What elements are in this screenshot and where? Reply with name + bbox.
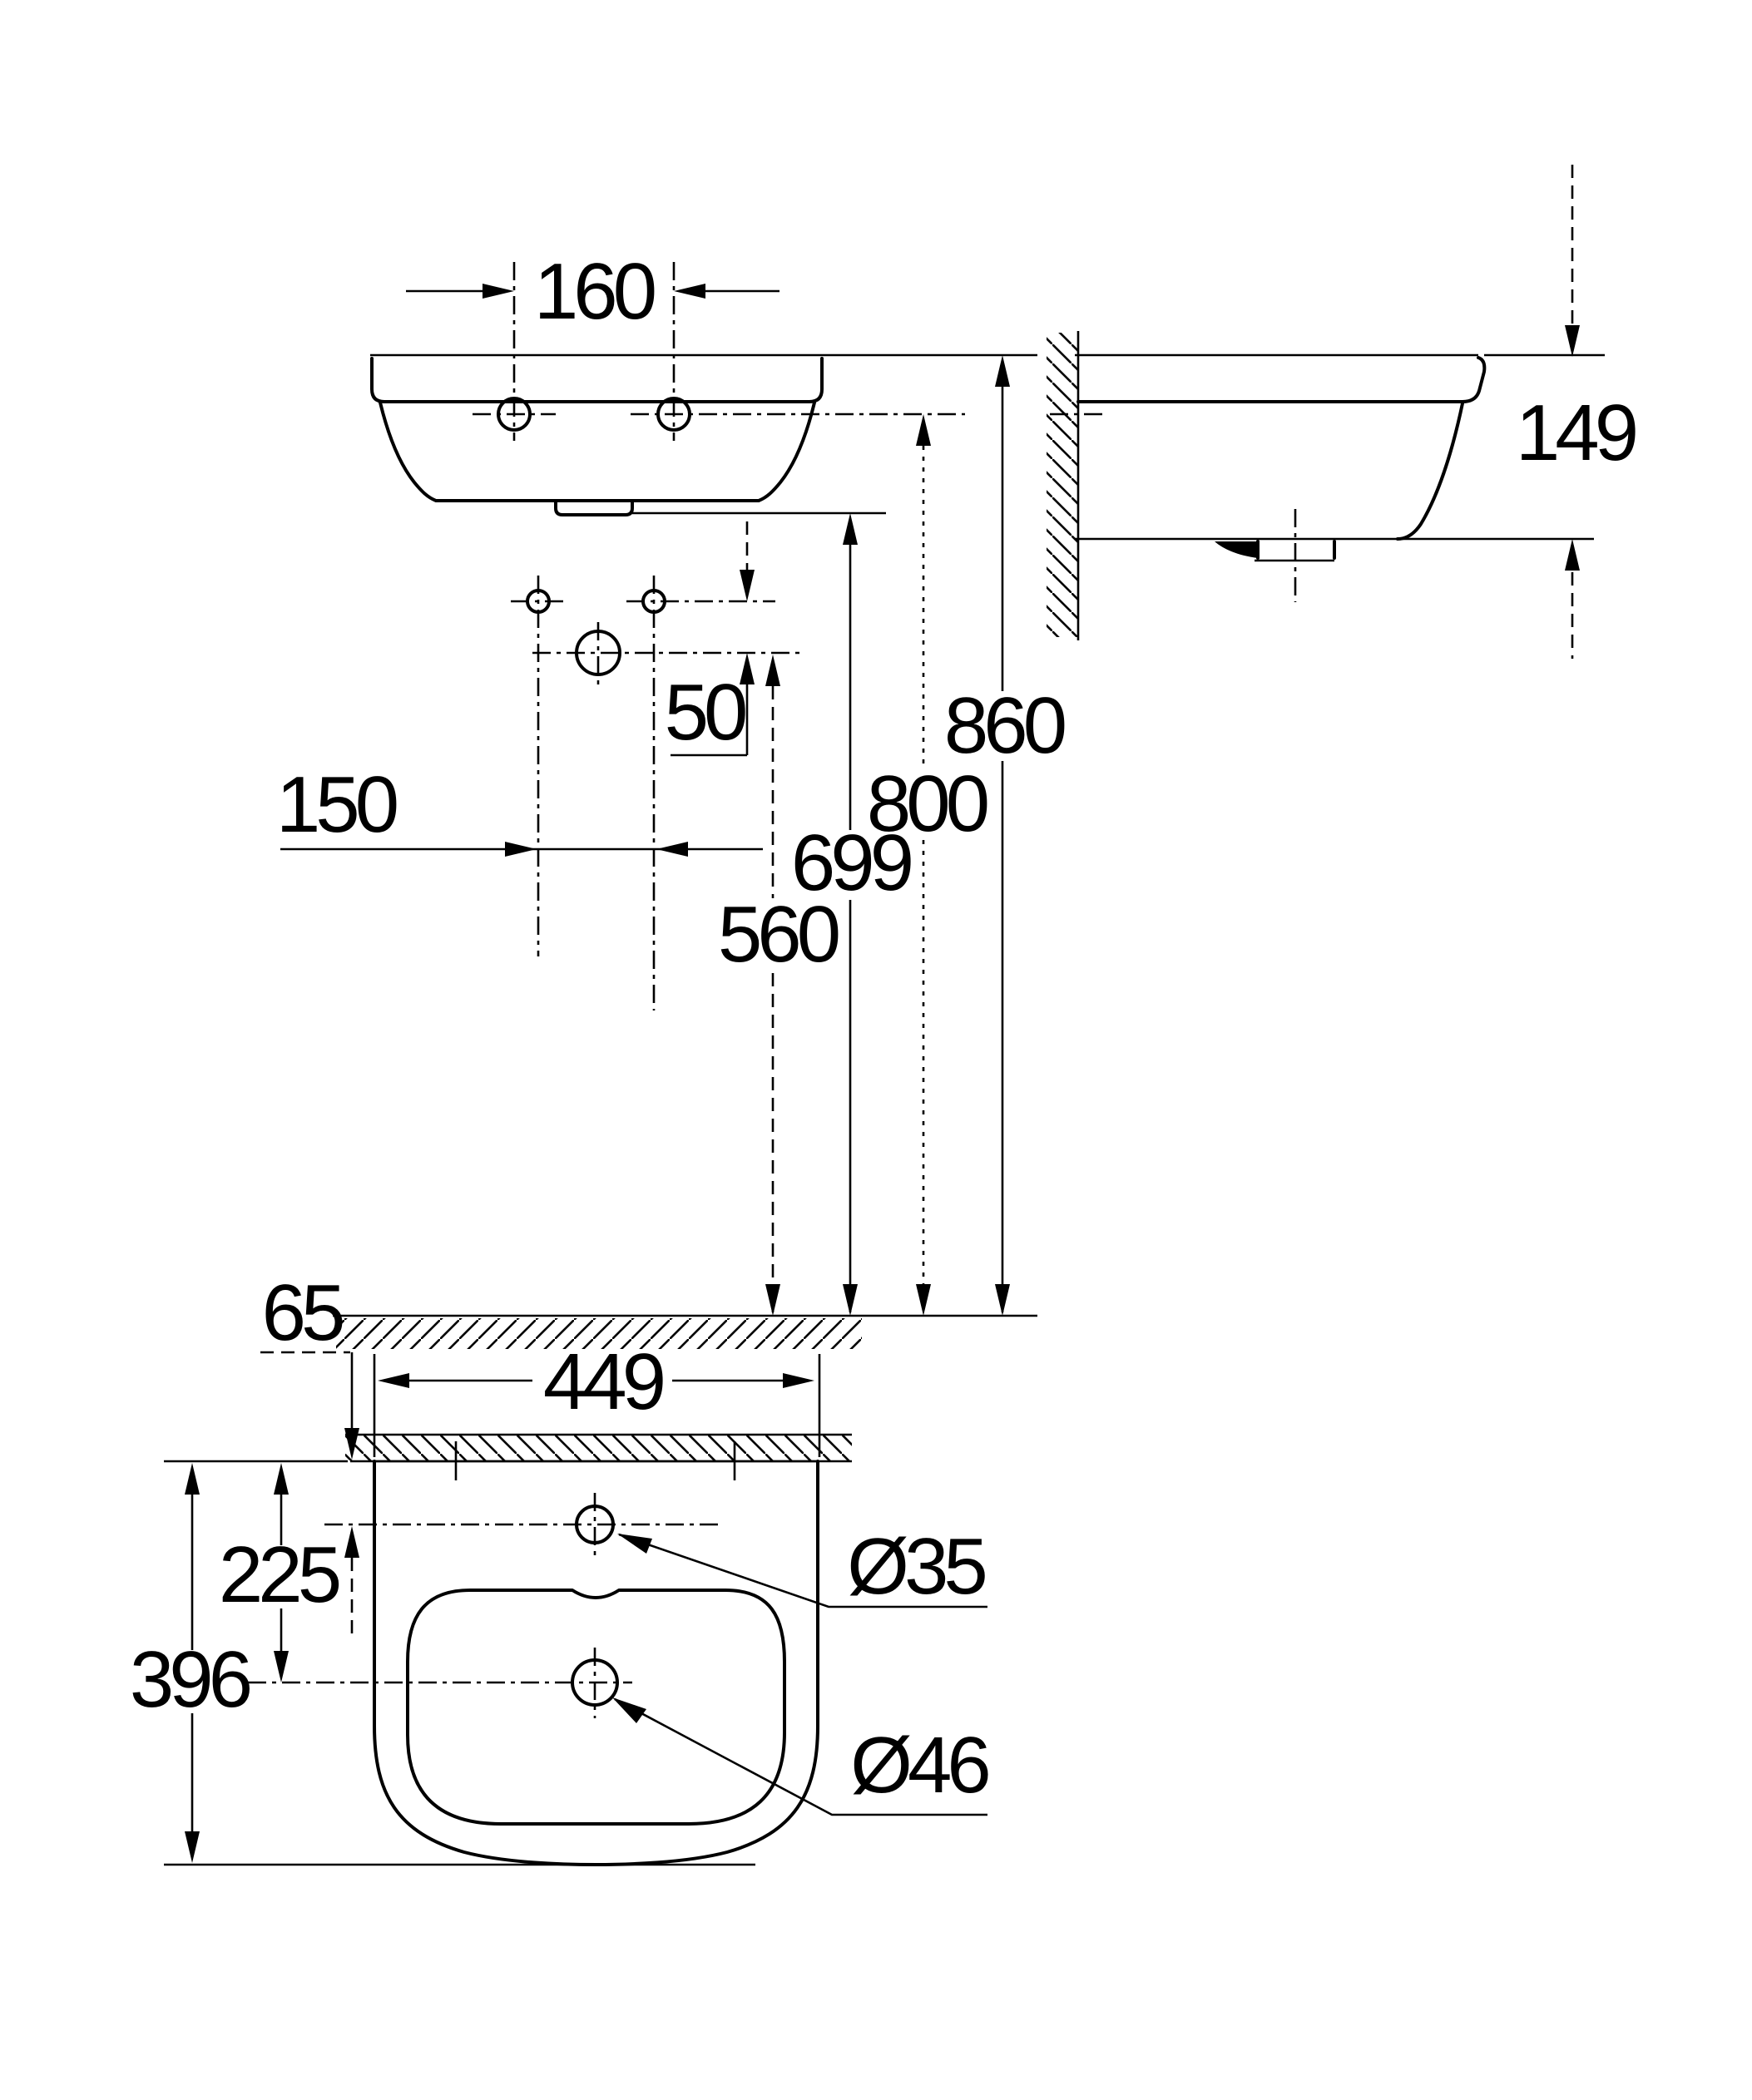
dim-150-arrow-left bbox=[505, 842, 537, 857]
dim-149-arrow-down bbox=[1565, 325, 1580, 357]
dim-860-arrow-top bbox=[995, 355, 1010, 387]
dia-46-leader-arrow bbox=[612, 1697, 646, 1723]
dim-699-arrow-top bbox=[843, 513, 858, 545]
dim-860-label: 860 bbox=[944, 681, 1065, 770]
dim-65-arrow-down bbox=[344, 1428, 359, 1460]
dim-396-arrow-up bbox=[185, 1463, 200, 1495]
dim-396-arrow-down bbox=[185, 1831, 200, 1863]
front-bowl-outline bbox=[379, 401, 816, 502]
dim-800-label: 800 bbox=[867, 759, 987, 848]
side-wall-hatching bbox=[1047, 333, 1078, 637]
dim-449-arrow-right bbox=[783, 1373, 814, 1388]
side-rim-outline bbox=[1076, 356, 1487, 403]
dim-800-arrow-floor bbox=[916, 1284, 931, 1316]
dia-46-leader-line bbox=[614, 1697, 987, 1816]
dim-225-arrow-up bbox=[274, 1463, 289, 1495]
floor bbox=[333, 1314, 1037, 1349]
dia-35-label: Ø35 bbox=[847, 1522, 985, 1611]
side-bowl-profile bbox=[1396, 402, 1464, 541]
front-drain-fitting bbox=[554, 500, 634, 516]
dim-150-label: 150 bbox=[276, 760, 397, 849]
plan-inner-bowl-outline bbox=[406, 1589, 786, 1826]
dim-800-arrow-top bbox=[916, 414, 931, 446]
dim-699-label: 699 bbox=[791, 818, 911, 907]
dia-46-label: Ø46 bbox=[850, 1721, 988, 1810]
plan-view: Ø35 Ø46 449 65 225 396 bbox=[130, 1268, 993, 1866]
dim-449-arrow-left bbox=[378, 1373, 409, 1388]
dim-560-arrow-top bbox=[765, 655, 780, 686]
dim-160-arrow-left bbox=[483, 284, 514, 299]
dim-560-label: 560 bbox=[718, 890, 839, 979]
dim-449-label: 449 bbox=[543, 1337, 663, 1426]
dim-50-arrow-up bbox=[740, 653, 755, 684]
dim-160-arrow-right bbox=[674, 284, 705, 299]
dia-35-leader-arrow bbox=[617, 1534, 652, 1554]
dim-50-arrow-down bbox=[740, 570, 755, 601]
front-view: 160 50 150 560 699 bbox=[276, 247, 1070, 1316]
dim-225-label: 225 bbox=[219, 1530, 339, 1619]
side-view: 149 bbox=[1047, 165, 1641, 659]
dim-560-arrow-floor bbox=[765, 1284, 780, 1316]
dim-225-arrow-down bbox=[274, 1651, 289, 1682]
dim-149-arrow-up bbox=[1565, 539, 1580, 571]
dim-699-arrow-floor bbox=[843, 1284, 858, 1316]
plan-outer-outline bbox=[373, 1460, 819, 1866]
floor-hatching bbox=[336, 1318, 862, 1349]
dim-160-label: 160 bbox=[534, 247, 655, 336]
dim-860-arrow-floor bbox=[995, 1284, 1010, 1316]
dim-149-label: 149 bbox=[1516, 388, 1636, 477]
dim-65-arrow-up bbox=[344, 1526, 359, 1558]
front-rim-outline bbox=[370, 357, 824, 403]
dia-35-leader-line bbox=[618, 1533, 987, 1608]
dim-65-label: 65 bbox=[262, 1268, 343, 1357]
dim-396-label: 396 bbox=[130, 1635, 250, 1724]
side-drain-lip bbox=[1215, 541, 1258, 558]
plan-wall-hatching bbox=[345, 1435, 852, 1460]
dim-50-label: 50 bbox=[665, 668, 745, 757]
dim-150-arrow-right bbox=[656, 842, 688, 857]
